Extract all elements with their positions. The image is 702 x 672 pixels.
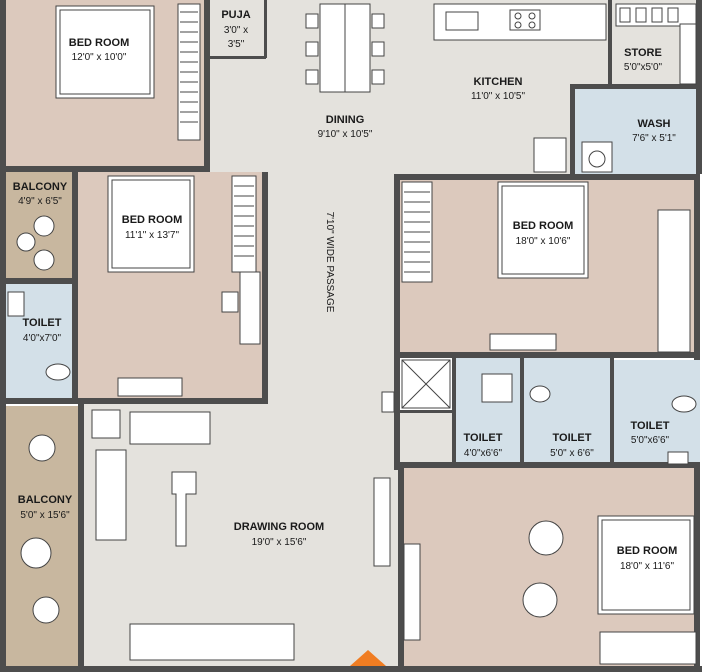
entrance-marker: [350, 650, 386, 666]
balcony-1-name: BALCONY: [13, 181, 68, 193]
study-desk-2: [221, 271, 261, 345]
balcony-2-chairs: [20, 434, 60, 624]
washing-machine: [581, 141, 613, 173]
puja-size-line2: 3'5": [228, 39, 245, 50]
fridge: [533, 137, 567, 173]
puja-floor: [208, 0, 266, 58]
wardrobe-2: [231, 175, 257, 273]
dresser-3: [489, 333, 557, 351]
coffee-table: [171, 471, 197, 547]
toilet-4-name: TOILET: [631, 420, 670, 432]
kitchen-platform: [433, 3, 607, 41]
sofa-left: [95, 449, 127, 541]
kitchen-name: KITCHEN: [474, 76, 523, 88]
dresser-2: [117, 377, 183, 397]
wardrobe-1: [177, 3, 201, 141]
toilet-3-floor: [524, 356, 612, 466]
bed-room-4-size: 18'0" x 11'6": [620, 561, 675, 572]
wardrobe-3: [401, 181, 433, 283]
wash-name: WASH: [638, 118, 671, 130]
bed-room-1-size: 12'0" x 10'0": [72, 52, 127, 63]
store-size: 5'0"x5'0": [624, 62, 663, 73]
dining-size: 9'10" x 10'5": [318, 129, 373, 140]
sofa-bottom: [129, 623, 295, 661]
bed-room-2-size: 11'1" x 13'7": [125, 230, 180, 241]
bed-room-1-name: BED ROOM: [69, 37, 130, 49]
wardrobe-4: [599, 631, 697, 665]
bed-3: [497, 181, 589, 279]
bed-2: [107, 175, 195, 273]
toilet-3-size: 5'0" x 6'6": [550, 448, 594, 459]
balcony-1-size: 4'9" x 6'5": [18, 196, 62, 207]
wash-size: 7'6" x 5'1": [632, 133, 676, 144]
bed-room-4-name: BED ROOM: [617, 545, 678, 557]
study-desk-3: [657, 209, 691, 353]
toilet-4-floor: [614, 360, 700, 466]
balcony-2-name: BALCONY: [18, 494, 73, 506]
store-name: STORE: [624, 47, 662, 59]
sofa-top: [91, 409, 211, 445]
balcony-2-size: 5'0" x 15'6": [20, 510, 70, 521]
toilet-1-size: 4'0"x7'0": [23, 333, 62, 344]
toilet-3-name: TOILET: [553, 432, 592, 444]
puja-name: PUJA: [221, 9, 250, 21]
chairs-4: [522, 520, 564, 618]
toilet-2-name: TOILET: [464, 432, 503, 444]
toilet-1-fixtures: [7, 291, 71, 381]
bed-room-3-name: BED ROOM: [513, 220, 574, 232]
tv-unit: [373, 477, 391, 567]
puja-size-line1: 3'0" x: [224, 25, 248, 36]
store-shelves: [615, 3, 697, 85]
bed-room-2-name: BED ROOM: [122, 214, 183, 226]
bed-1: [55, 5, 155, 99]
drawing-room-size: 19'0" x 15'6": [252, 537, 307, 548]
passage-label: 7'10" WIDE PASSAGE: [324, 212, 335, 313]
toilet-2-size: 4'0"x6'6": [464, 448, 503, 459]
toilet-1-name: TOILET: [23, 317, 62, 329]
dining-name: DINING: [326, 114, 365, 126]
balcony-1-chairs: [16, 215, 55, 271]
dining-table: [305, 3, 385, 93]
toilet-4-size: 5'0"x6'6": [631, 435, 670, 446]
kitchen-size: 11'0" x 10'5": [471, 91, 526, 102]
cabinet-4: [403, 543, 421, 641]
drawing-room-name: DRAWING ROOM: [234, 521, 324, 533]
toilet-fixtures-group: [381, 373, 697, 465]
bed-4: [597, 515, 695, 615]
shaft: [401, 359, 451, 409]
bed-room-3-size: 18'0" x 10'6": [516, 236, 571, 247]
